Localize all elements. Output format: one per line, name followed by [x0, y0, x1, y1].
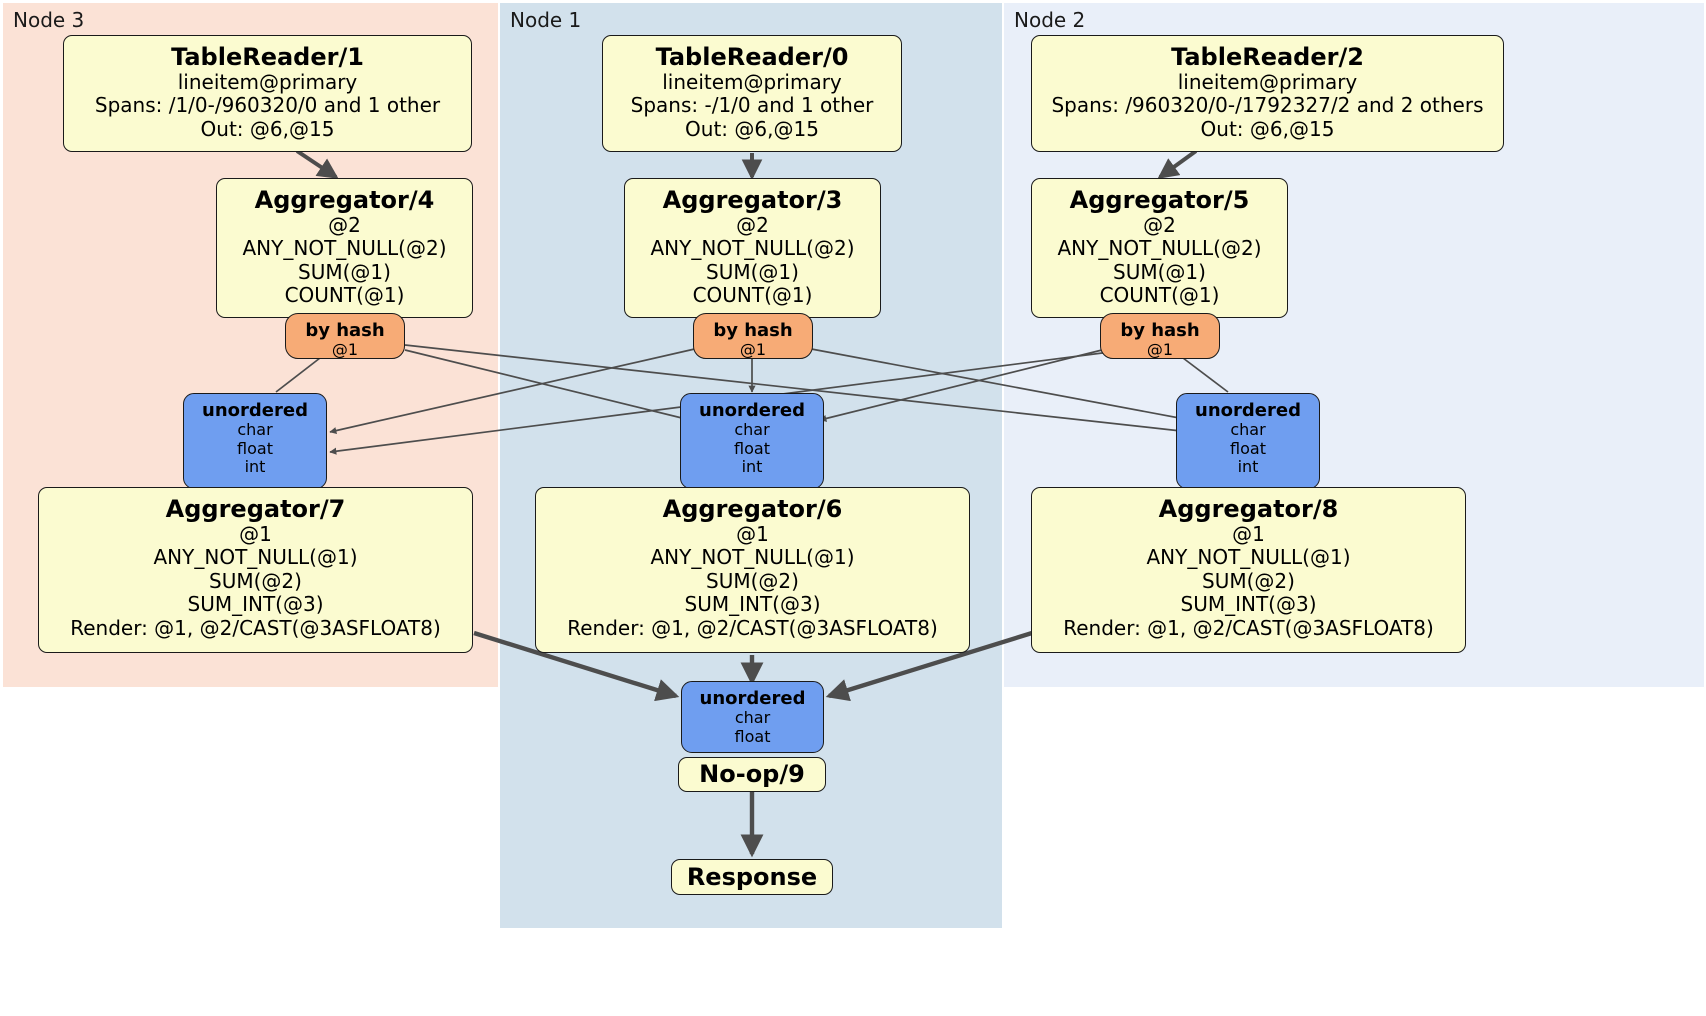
- aggregator-3-agg-1: ANY_NOT_NULL(@2): [650, 236, 855, 261]
- tablereader-0-title: TableReader/0: [655, 43, 849, 71]
- tablereader-0-spans: Spans: -/1/0 and 1 other: [630, 93, 874, 118]
- node-aggregator-5[interactable]: Aggregator/5 @2 ANY_NOT_NULL(@2) SUM(@1)…: [1031, 178, 1288, 318]
- aggregator-8-agg-3: SUM_INT(@3): [1180, 592, 1317, 617]
- aggregator-7-group: @1: [239, 522, 272, 547]
- aggregator-7-render: Render: @1, @2/CAST(@3ASFLOAT8): [70, 615, 441, 640]
- synchronizer-unordered-final[interactable]: unordered char float: [681, 681, 824, 753]
- synchronizer-unordered-8[interactable]: unordered char float int: [1176, 393, 1320, 489]
- aggregator-6-render: Render: @1, @2/CAST(@3ASFLOAT8): [567, 615, 938, 640]
- aggregator-8-group: @1: [1232, 522, 1265, 547]
- tablereader-2-title: TableReader/2: [1171, 43, 1364, 71]
- aggregator-4-title: Aggregator/4: [254, 186, 435, 214]
- aggregator-8-agg-1: ANY_NOT_NULL(@1): [1146, 545, 1351, 570]
- node-response[interactable]: Response: [671, 859, 833, 895]
- aggregator-6-group: @1: [736, 522, 769, 547]
- response-title: Response: [686, 862, 818, 891]
- aggregator-7-agg-1: ANY_NOT_NULL(@1): [153, 545, 358, 570]
- synchronizer-unordered-6[interactable]: unordered char float int: [680, 393, 824, 489]
- node-aggregator-7[interactable]: Aggregator/7 @1 ANY_NOT_NULL(@1) SUM(@2)…: [38, 487, 473, 653]
- router-by-hash-3-col: @1: [739, 340, 767, 360]
- router-by-hash-5[interactable]: by hash @1: [1100, 313, 1220, 359]
- aggregator-5-agg-2: SUM(@1): [1113, 259, 1206, 284]
- aggregator-4-agg-1: ANY_NOT_NULL(@2): [242, 236, 447, 261]
- synchronizer-6-type-3: int: [741, 457, 763, 477]
- region-label-node-3: Node 3: [13, 8, 85, 32]
- node-aggregator-4[interactable]: Aggregator/4 @2 ANY_NOT_NULL(@2) SUM(@1)…: [216, 178, 473, 318]
- tablereader-1-table: lineitem@primary: [177, 70, 358, 95]
- aggregator-7-agg-2: SUM(@2): [209, 568, 302, 593]
- aggregator-8-title: Aggregator/8: [1158, 495, 1339, 523]
- aggregator-8-agg-2: SUM(@2): [1202, 568, 1295, 593]
- router-by-hash-5-col: @1: [1146, 340, 1174, 360]
- aggregator-4-agg-2: SUM(@1): [298, 259, 391, 284]
- synchronizer-7-type-3: int: [244, 457, 266, 477]
- aggregator-4-agg-3: COUNT(@1): [284, 283, 405, 308]
- aggregator-7-agg-3: SUM_INT(@3): [187, 592, 324, 617]
- router-by-hash-3-title: by hash: [713, 320, 793, 341]
- router-by-hash-3[interactable]: by hash @1: [693, 313, 813, 359]
- node-aggregator-3[interactable]: Aggregator/3 @2 ANY_NOT_NULL(@2) SUM(@1)…: [624, 178, 881, 318]
- synchronizer-6-title: unordered: [699, 400, 805, 421]
- synchronizer-7-type-1: char: [237, 420, 273, 440]
- noop-9-title: No-op/9: [699, 760, 805, 789]
- aggregator-6-agg-3: SUM_INT(@3): [684, 592, 821, 617]
- router-by-hash-4-col: @1: [331, 340, 359, 360]
- synchronizer-8-title: unordered: [1195, 400, 1301, 421]
- node-tablereader-1[interactable]: TableReader/1 lineitem@primary Spans: /1…: [63, 35, 472, 152]
- aggregator-3-title: Aggregator/3: [662, 186, 843, 214]
- synchronizer-final-type-1: char: [734, 708, 771, 728]
- synchronizer-final-type-2: float: [734, 726, 771, 746]
- synchronizer-8-type-2: float: [1230, 438, 1266, 458]
- tablereader-2-spans: Spans: /960320/0-/1792327/2 and 2 others: [1051, 93, 1484, 118]
- synchronizer-6-type-2: float: [734, 438, 770, 458]
- node-noop-9[interactable]: No-op/9: [678, 757, 826, 792]
- aggregator-4-group: @2: [328, 213, 361, 238]
- aggregator-6-title: Aggregator/6: [662, 495, 843, 523]
- aggregator-3-agg-3: COUNT(@1): [692, 283, 813, 308]
- router-by-hash-5-title: by hash: [1120, 320, 1200, 341]
- aggregator-6-agg-2: SUM(@2): [706, 568, 799, 593]
- aggregator-7-title: Aggregator/7: [165, 495, 346, 523]
- synchronizer-unordered-7[interactable]: unordered char float int: [183, 393, 327, 489]
- node-aggregator-6[interactable]: Aggregator/6 @1 ANY_NOT_NULL(@1) SUM(@2)…: [535, 487, 970, 653]
- router-by-hash-4-title: by hash: [305, 320, 385, 341]
- synchronizer-8-type-3: int: [1237, 457, 1259, 477]
- node-aggregator-8[interactable]: Aggregator/8 @1 ANY_NOT_NULL(@1) SUM(@2)…: [1031, 487, 1466, 653]
- aggregator-3-agg-2: SUM(@1): [706, 259, 799, 284]
- aggregator-5-agg-3: COUNT(@1): [1099, 283, 1220, 308]
- synchronizer-8-type-1: char: [1230, 420, 1266, 440]
- tablereader-1-out: Out: @6,@15: [200, 116, 335, 141]
- synchronizer-final-title: unordered: [699, 688, 806, 709]
- aggregator-5-agg-1: ANY_NOT_NULL(@2): [1057, 236, 1262, 261]
- tablereader-1-title: TableReader/1: [171, 43, 364, 71]
- aggregator-5-group: @2: [1143, 213, 1176, 238]
- synchronizer-7-title: unordered: [202, 400, 308, 421]
- aggregator-3-group: @2: [736, 213, 769, 238]
- synchronizer-6-type-1: char: [734, 420, 770, 440]
- region-label-node-1: Node 1: [510, 8, 582, 32]
- tablereader-0-table: lineitem@primary: [662, 70, 842, 95]
- region-label-node-2: Node 2: [1014, 8, 1086, 32]
- node-tablereader-2[interactable]: TableReader/2 lineitem@primary Spans: /9…: [1031, 35, 1504, 152]
- aggregator-6-agg-1: ANY_NOT_NULL(@1): [650, 545, 855, 570]
- tablereader-2-table: lineitem@primary: [1177, 70, 1358, 95]
- aggregator-8-render: Render: @1, @2/CAST(@3ASFLOAT8): [1063, 615, 1434, 640]
- router-by-hash-4[interactable]: by hash @1: [285, 313, 405, 359]
- tablereader-1-spans: Spans: /1/0-/960320/0 and 1 other: [94, 93, 441, 118]
- node-tablereader-0[interactable]: TableReader/0 lineitem@primary Spans: -/…: [602, 35, 902, 152]
- tablereader-2-out: Out: @6,@15: [1200, 116, 1335, 141]
- aggregator-5-title: Aggregator/5: [1069, 186, 1250, 214]
- synchronizer-7-type-2: float: [237, 438, 273, 458]
- tablereader-0-out: Out: @6,@15: [685, 116, 819, 141]
